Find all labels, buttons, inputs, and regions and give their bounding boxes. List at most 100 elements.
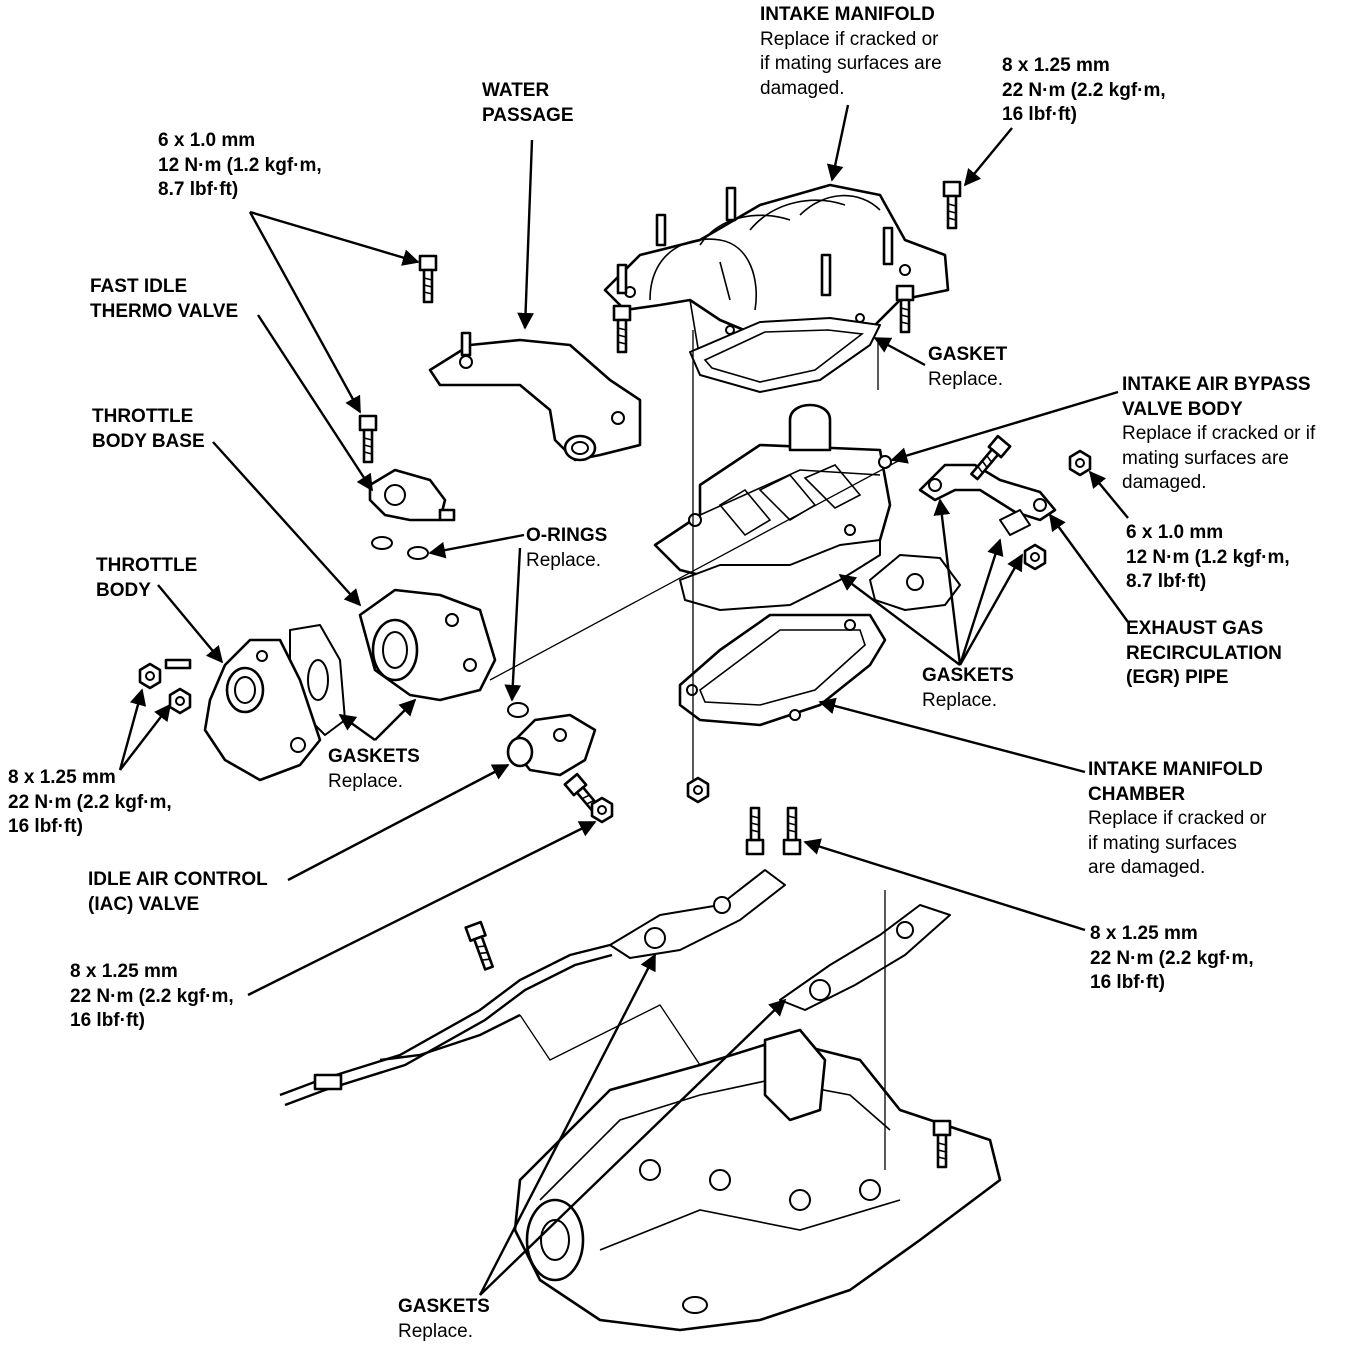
label-iac-valve: IDLE AIR CONTROL (IAC) VALVE xyxy=(88,868,268,917)
o-ring xyxy=(371,536,393,550)
label-fast-idle-thermo-valve: FAST IDLE THERMO VALVE xyxy=(90,275,238,324)
callout-title-line: 22 N·m (2.2 kgf·m, xyxy=(70,985,234,1007)
manifold-studs xyxy=(616,186,894,297)
callout-title-line: VALVE BODY xyxy=(1122,398,1243,420)
callout-title-line: (IAC) VALVE xyxy=(88,893,200,915)
callout-title-line: INTAKE MANIFOLD xyxy=(1088,759,1263,780)
throttle-body xyxy=(203,638,322,782)
callout-note-line: Replace if cracked or xyxy=(1088,808,1267,829)
callout-title-line: 8.7 lbf·ft) xyxy=(158,179,239,200)
callout-title-line: 8 x 1.25 mm xyxy=(1002,55,1110,76)
manifold-bolt xyxy=(895,284,915,334)
callout-title-line: 6 x 1.0 mm xyxy=(1126,522,1224,543)
label-gaskets-mid: GASKETS Replace. xyxy=(922,664,1014,713)
callout-title-line: 12 N·m (1.2 kgf·m, xyxy=(1126,546,1290,568)
idle-air-control-valve xyxy=(506,713,597,777)
callout-note-line: damaged. xyxy=(1122,472,1207,493)
callout-title-line: GASKETS xyxy=(328,746,420,767)
callout-note-line: Replace. xyxy=(928,368,1003,390)
callout-title-line: EXHAUST GAS xyxy=(1126,618,1264,639)
lower-gasket-right xyxy=(779,904,951,1011)
label-torque-lower-left: 8 x 1.25 mm 22 N·m (2.2 kgf·m, 16 lbf·ft) xyxy=(70,960,234,1034)
callout-title-line: GASKETS xyxy=(398,1296,490,1317)
callout-title-line: GASKETS xyxy=(922,665,1014,686)
callout-title-line: RECIRCULATION xyxy=(1126,642,1282,664)
label-throttle-body-base: THROTTLE BODY BASE xyxy=(92,405,205,454)
label-water-passage: WATER PASSAGE xyxy=(482,79,574,128)
callout-title-line: 8 x 1.25 mm xyxy=(8,767,116,788)
throttle-body-nut xyxy=(138,662,162,690)
callout-title-line: 16 lbf·ft) xyxy=(70,1010,145,1031)
callout-title-line: 6 x 1.0 mm xyxy=(158,130,256,151)
o-ring xyxy=(407,546,429,560)
water-passage-bolt xyxy=(612,304,632,354)
throttle-body-base xyxy=(358,588,497,702)
label-torque-6mm-left: 6 x 1.0 mm 12 N·m (1.2 kgf·m, 8.7 lbf·ft) xyxy=(158,129,322,203)
label-gaskets-throttle-body: GASKETS Replace. xyxy=(328,745,420,794)
callout-title-line: (EGR) PIPE xyxy=(1126,667,1229,688)
callout-note-line: mating surfaces are xyxy=(1122,447,1289,469)
callout-note-line: Replace. xyxy=(922,689,997,711)
callout-title-line: 12 N·m (1.2 kgf·m, xyxy=(158,154,322,176)
label-throttle-body: THROTTLE BODY xyxy=(96,554,197,603)
callout-title-line: O-RINGS xyxy=(526,525,608,546)
callout-title-line: CHAMBER xyxy=(1088,783,1186,805)
fuel-rail-harness xyxy=(279,943,613,1107)
callout-note-line: Replace. xyxy=(328,770,403,792)
water-passage-bolt xyxy=(418,254,438,304)
chamber-nut xyxy=(686,776,710,804)
label-intake-air-bypass-valve-body: INTAKE AIR BYPASS VALVE BODY Replace if cr… xyxy=(1122,373,1315,496)
callout-title-line: INTAKE MANIFOLD xyxy=(760,4,935,25)
callout-title-line: 22 N·m (2.2 kgf·m, xyxy=(8,791,172,813)
callout-title-line: 16 lbf·ft) xyxy=(1002,104,1077,125)
lower-gasket-left xyxy=(609,869,786,959)
label-intake-manifold-chamber: INTAKE MANIFOLD CHAMBER Replace if cracked… xyxy=(1088,758,1266,881)
water-passage xyxy=(428,331,642,462)
chamber-bolt xyxy=(782,806,802,856)
callout-note-line: Replace if cracked or if xyxy=(1122,423,1316,444)
o-ring xyxy=(507,702,529,718)
intake-manifold-gasket xyxy=(689,317,881,393)
egr-nut xyxy=(1068,449,1092,477)
callout-title-line: WATER xyxy=(482,80,550,101)
callout-title-line: BODY xyxy=(96,579,151,601)
callout-note-line: if mating surfaces xyxy=(1088,832,1237,854)
callout-title-line: 22 N·m (2.2 kgf·m, xyxy=(1090,947,1254,969)
callout-note-line: Replace if cracked or xyxy=(760,28,939,50)
callout-note-line: are damaged. xyxy=(1088,857,1206,878)
chamber-bolt xyxy=(745,806,765,856)
callout-title-line: PASSAGE xyxy=(482,104,574,126)
callout-note-line: Replace. xyxy=(398,1320,473,1342)
label-gasket-top: GASKET Replace. xyxy=(928,343,1007,392)
engine-block xyxy=(513,1028,1002,1332)
callout-title-line: 16 lbf·ft) xyxy=(8,816,83,837)
throttle-body-stud xyxy=(164,658,192,670)
callout-note-line: damaged. xyxy=(760,77,845,99)
manifold-bolt xyxy=(942,180,962,230)
callout-title-line: GASKET xyxy=(928,344,1008,365)
callout-title-line: THROTTLE xyxy=(96,555,198,576)
callout-title-line: IDLE AIR CONTROL xyxy=(88,869,268,890)
callout-title-line: INTAKE AIR BYPASS xyxy=(1122,374,1311,395)
iac-nut xyxy=(590,796,614,824)
bypass-valve-gasket xyxy=(679,539,881,611)
callout-title-line: FAST IDLE xyxy=(90,276,188,297)
callout-title-line: THERMO VALVE xyxy=(90,300,239,322)
callout-title-line: THROTTLE xyxy=(92,406,194,427)
egr-nut xyxy=(1023,543,1047,571)
label-gaskets-bottom: GASKETS Replace. xyxy=(398,1295,490,1344)
throttle-body-nut xyxy=(168,687,192,715)
callout-title-line: 8 x 1.25 mm xyxy=(70,961,178,982)
label-egr-pipe: EXHAUST GAS RECIRCULATION (EGR) PIPE xyxy=(1126,617,1282,691)
fast-idle-thermo-valve xyxy=(368,468,456,522)
callout-note-line: if mating surfaces are xyxy=(760,53,942,74)
callout-title-line: BODY BASE xyxy=(92,430,205,452)
label-torque-left: 8 x 1.25 mm 22 N·m (2.2 kgf·m, 16 lbf·ft) xyxy=(8,766,172,840)
fast-idle-bolt xyxy=(358,414,378,464)
